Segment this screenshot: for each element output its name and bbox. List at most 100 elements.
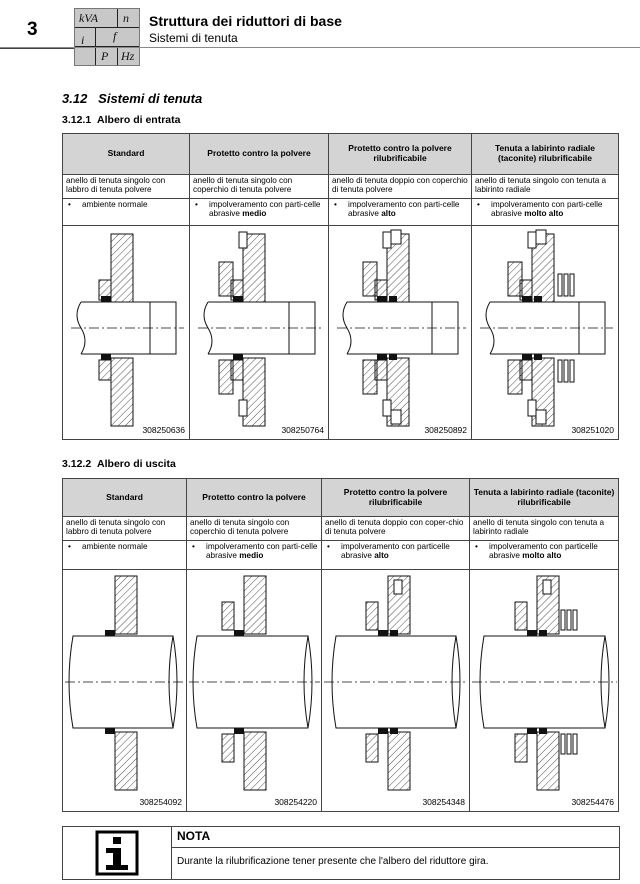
labyrinth-rib xyxy=(557,273,563,297)
application-level: molto alto xyxy=(522,551,562,561)
dust-cover xyxy=(218,261,234,297)
column-header: Tenuta a labirinto radiale (taconite) ri… xyxy=(469,478,619,517)
labyrinth-rib xyxy=(572,733,578,755)
logo-symbol: P xyxy=(101,49,109,63)
grease-nipple xyxy=(542,579,552,595)
drawing-code: 308250892 xyxy=(424,425,467,436)
seal-table-input-shaft: Standard Protetto contro la polvere Prot… xyxy=(62,133,619,440)
seal-description: anello di tenuta singolo con coperchio d… xyxy=(186,516,322,541)
seal-ring xyxy=(534,296,542,302)
seal-drawing xyxy=(189,575,320,791)
subsection-name: Albero di entrata xyxy=(97,114,181,126)
dust-cover xyxy=(514,733,528,763)
bolt xyxy=(238,399,248,417)
seal-application: • impolveramento con parti-celle abrasive… xyxy=(471,198,619,226)
labyrinth-rib xyxy=(566,733,572,755)
labyrinth-rib xyxy=(563,359,569,383)
seal-drawing-cell: 308254348 xyxy=(321,569,470,812)
seal-ring xyxy=(101,354,111,360)
header-divider xyxy=(0,48,74,49)
subsection-number: 3.12.2 xyxy=(62,458,92,470)
seal-drawing-cell: 308250636 xyxy=(62,225,190,440)
subsection-number: 3.12.1 xyxy=(62,114,92,126)
application-text: impolveramento con parti-celle abrasive xyxy=(491,200,603,219)
housing-section xyxy=(536,731,560,791)
seal-ring xyxy=(539,728,547,734)
bullet: • xyxy=(192,542,195,551)
seal-ring xyxy=(522,296,532,302)
column-header: Standard xyxy=(62,478,187,517)
seal-application: •impolveramento con parti-celle abrasive… xyxy=(189,198,329,226)
column-header: Protetto contro la polvere rilubrificabi… xyxy=(321,478,470,517)
application-level: medio xyxy=(239,551,264,561)
seal-ring xyxy=(233,296,243,302)
grease-nipple xyxy=(535,409,547,425)
labyrinth-rib xyxy=(560,609,566,631)
seal-description: anello di tenuta singolo con tenuta a la… xyxy=(471,174,619,199)
housing-section xyxy=(114,575,138,635)
seal-drawing xyxy=(71,233,184,427)
application-text: impolveramento con particelle abrasive xyxy=(489,542,598,561)
subsection-title: 3.12.1 Albero di entrata xyxy=(62,114,180,126)
seal-drawing-cell: 308254476 xyxy=(469,569,619,812)
section-name: Sistemi di tenuta xyxy=(98,91,203,106)
bolt xyxy=(382,399,392,417)
drawing-code: 308251020 xyxy=(571,425,614,436)
dust-cover xyxy=(365,601,379,631)
housing-section xyxy=(242,357,266,427)
seal-drawing xyxy=(480,229,613,427)
page-subtitle: Sistemi di tenuta xyxy=(149,31,238,45)
seal-ring xyxy=(390,728,398,734)
seal-table-output-shaft: Standard Protetto contro la polvere Prot… xyxy=(62,478,619,812)
dust-cover xyxy=(365,733,379,763)
seal-description: anello di tenuta singolo con tenuta a la… xyxy=(469,516,619,541)
seal-ring xyxy=(234,630,244,636)
seal-ring xyxy=(105,728,115,734)
column-header: Protetto contro la polvere rilubrificabi… xyxy=(328,133,472,175)
seal-ring xyxy=(233,354,243,360)
labyrinth-rib xyxy=(569,273,575,297)
housing-section xyxy=(531,357,555,427)
seal-application: •ambiente normale xyxy=(62,198,190,226)
logo-symbol: i xyxy=(81,33,85,47)
bullet: • xyxy=(195,200,198,209)
application-level: alto xyxy=(374,551,389,561)
column-header: Protetto contro la polvere xyxy=(189,133,329,175)
seal-ring xyxy=(105,630,115,636)
labyrinth-rib xyxy=(563,273,569,297)
note-icon-cell xyxy=(63,827,172,879)
bullet: • xyxy=(334,200,337,209)
seal-ring xyxy=(389,296,397,302)
bullet: • xyxy=(477,200,480,209)
housing-section xyxy=(114,731,138,791)
seal-drawing-cell: 308250892 xyxy=(328,225,472,440)
seal-drawing-cell: 308254092 xyxy=(62,569,187,812)
seal-ring xyxy=(527,728,537,734)
logo-symbol: n xyxy=(123,11,129,25)
housing-section xyxy=(386,357,410,427)
seal-ring xyxy=(534,354,542,360)
seal-description: anello di tenuta doppio con coperchio di… xyxy=(328,174,472,199)
application-level: alto xyxy=(381,209,396,219)
labyrinth-rib xyxy=(569,359,575,383)
seal-description: anello di tenuta singolo con coperchio d… xyxy=(189,174,329,199)
housing-section xyxy=(243,575,267,635)
grease-nipple xyxy=(393,579,403,595)
grease-nipple xyxy=(390,409,402,425)
application-text: impolveramento con particelle abrasive xyxy=(341,542,450,561)
drawing-code: 308254092 xyxy=(139,797,182,808)
subsection-name: Albero di uscita xyxy=(97,458,176,470)
housing-section xyxy=(110,233,134,303)
labyrinth-rib xyxy=(560,733,566,755)
seal-drawing xyxy=(198,231,323,427)
drawing-code: 308250764 xyxy=(281,425,324,436)
bullet: • xyxy=(327,542,330,551)
drawing-code: 308250636 xyxy=(142,425,185,436)
dust-cover xyxy=(507,359,523,395)
logo-symbol: kVA xyxy=(79,11,99,25)
bullet: • xyxy=(475,542,478,551)
page-title: Struttura dei riduttori di base xyxy=(149,13,342,29)
note-text: Durante la rilubrificazione tener presen… xyxy=(177,856,489,867)
bullet: • xyxy=(68,200,71,209)
labyrinth-rib xyxy=(566,609,572,631)
